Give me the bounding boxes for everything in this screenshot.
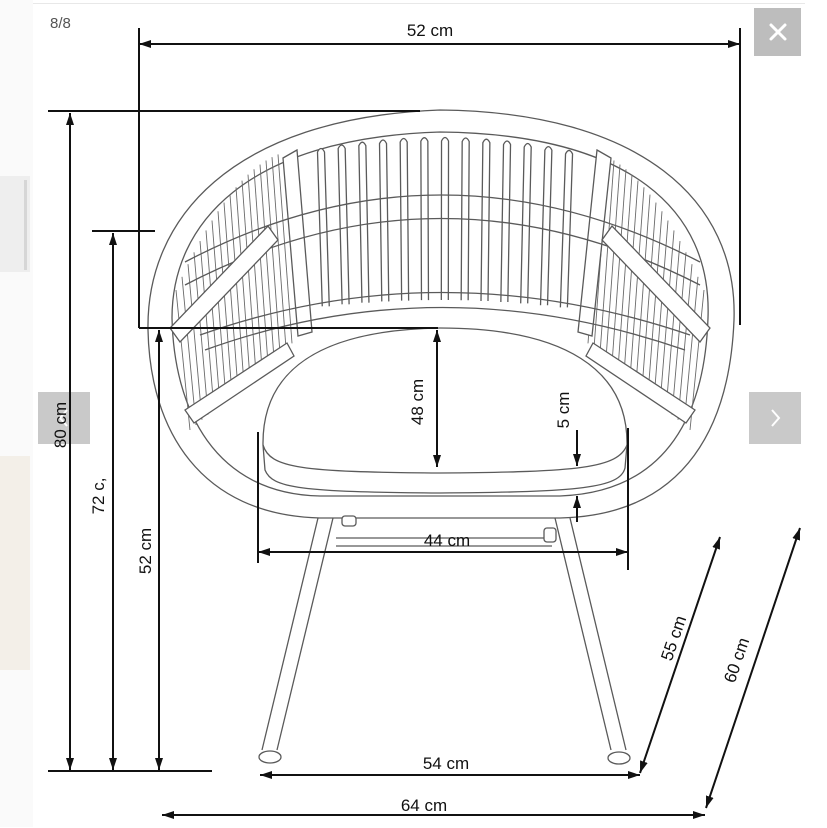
chevron-right-icon: [771, 409, 781, 427]
prev-image-button[interactable]: [38, 392, 90, 444]
background-page: [0, 0, 33, 827]
lightbox-image: [33, 3, 805, 828]
next-image-button[interactable]: [749, 392, 801, 444]
close-icon: [769, 23, 786, 41]
background-patch: [24, 180, 27, 270]
image-counter: 8/8: [50, 15, 71, 32]
close-button[interactable]: [754, 8, 801, 56]
chevron-left-icon: [58, 409, 68, 427]
background-patch: [0, 456, 30, 670]
